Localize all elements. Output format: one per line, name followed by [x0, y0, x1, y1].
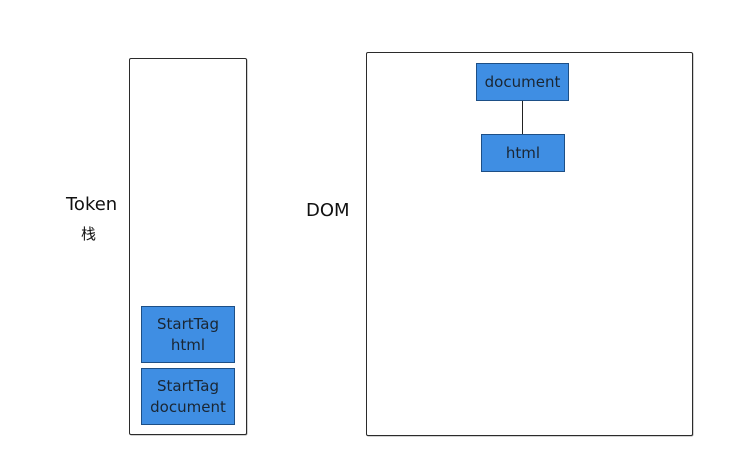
stack-label: 栈: [81, 225, 97, 243]
dom-tree-panel: [366, 52, 693, 436]
dom-node-document: document: [476, 63, 569, 101]
dom-label: DOM: [306, 200, 350, 221]
stack-item-starttag-document: StartTag document: [141, 368, 235, 425]
dom-edge-document-html: [522, 101, 524, 134]
stack-item-line1: StartTag: [156, 315, 220, 334]
stack-item-line2: document: [150, 397, 226, 416]
stack-item-line2: html: [170, 335, 206, 354]
dom-node-html: html: [481, 134, 565, 172]
dom-node-html-label: html: [505, 143, 541, 162]
stack-item-starttag-html: StartTag html: [141, 306, 235, 363]
stack-item-line1: StartTag: [156, 377, 220, 396]
dom-node-document-label: document: [484, 72, 561, 91]
token-label: Token: [66, 194, 118, 215]
